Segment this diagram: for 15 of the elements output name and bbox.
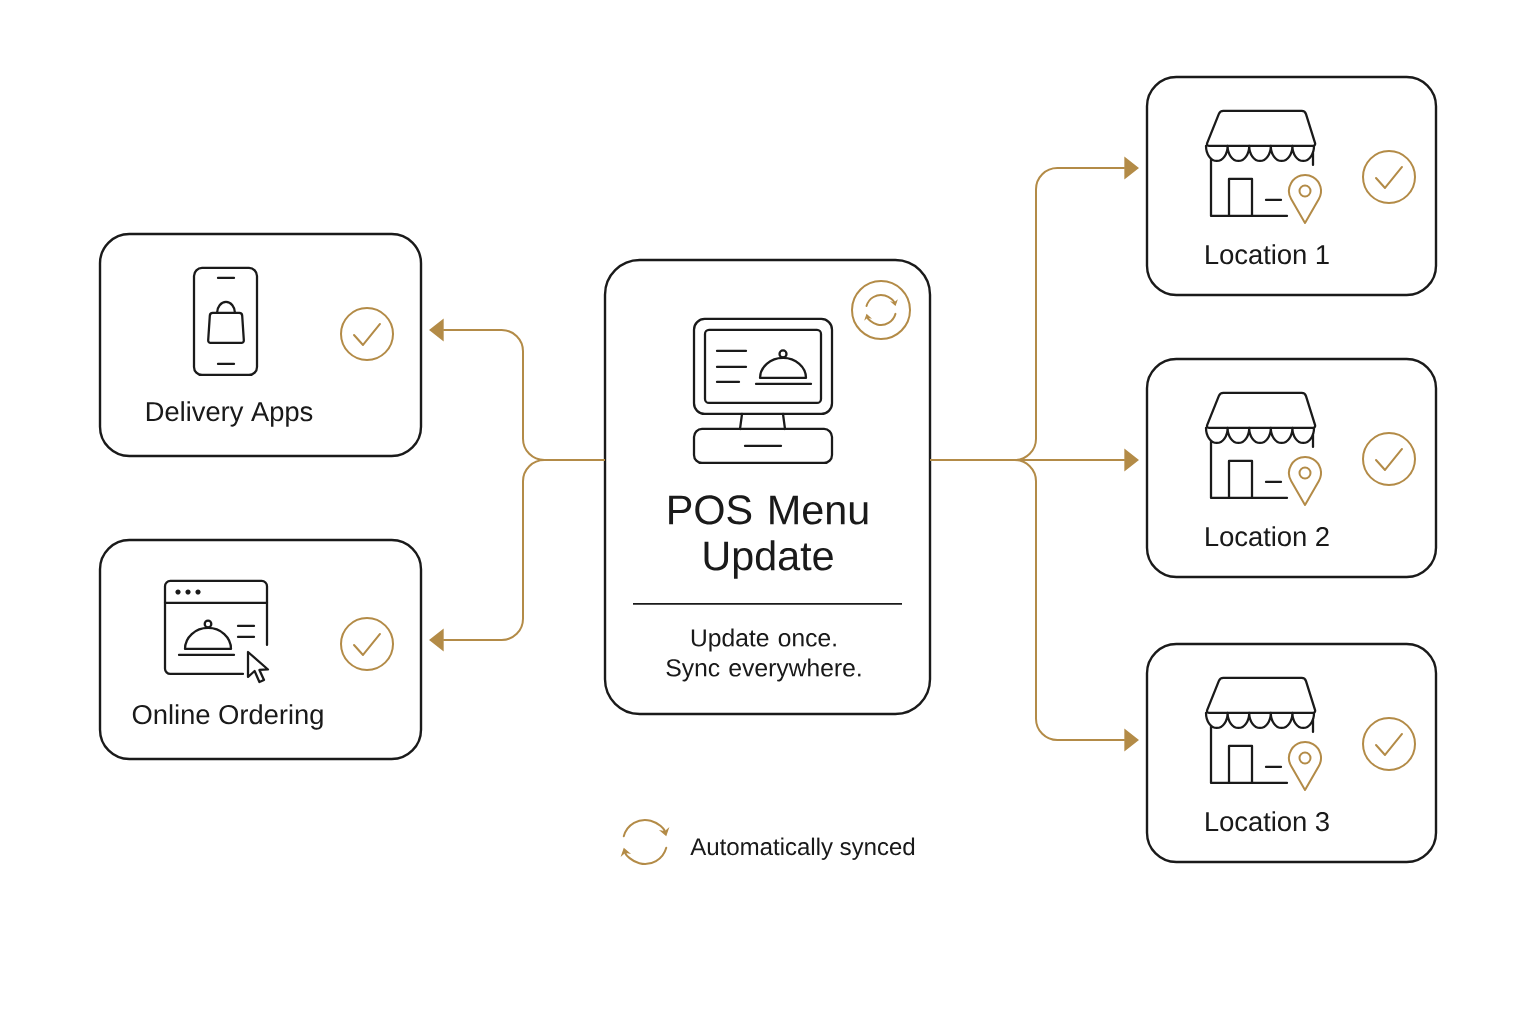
node-label: Location 3 xyxy=(1206,811,1329,832)
node-label: Delivery Apps xyxy=(146,401,313,427)
node-label: Location 1 xyxy=(1206,244,1329,265)
card xyxy=(603,258,932,716)
heading: POS Menu Update xyxy=(669,495,868,579)
card xyxy=(1145,357,1438,579)
node-label: Location 2 xyxy=(1206,526,1329,547)
legend-label: Automatically synced xyxy=(690,837,915,860)
arrow xyxy=(429,459,606,652)
node-label: Online Ordering xyxy=(132,704,323,730)
card xyxy=(1145,75,1438,297)
card xyxy=(98,232,423,458)
card xyxy=(98,538,423,761)
card xyxy=(1145,642,1438,864)
subtitle: Update once. Sync everywhere. xyxy=(666,628,861,682)
